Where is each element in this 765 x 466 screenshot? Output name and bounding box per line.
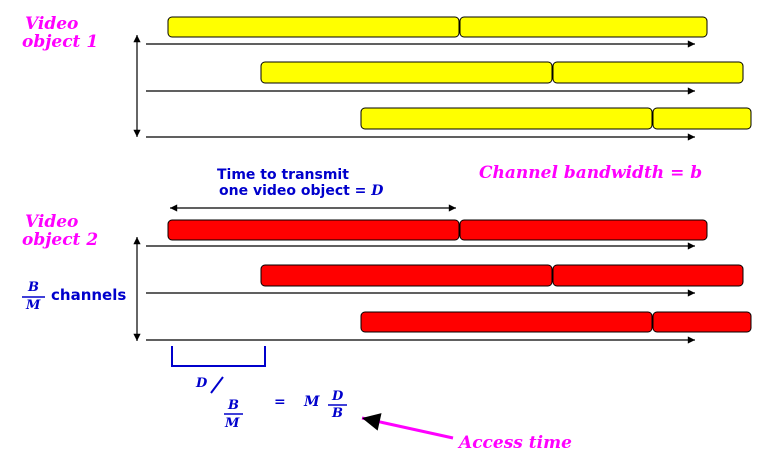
segment-2-3-a [360, 311, 653, 333]
segment-2-3-b [652, 311, 752, 333]
transmit-time-label-line1: Time to transmit [217, 167, 349, 183]
access-time-arrow [361, 413, 454, 440]
segment-1-3-a [360, 107, 653, 130]
segment-1-2-a [260, 61, 553, 84]
formula-d-numerator: D [332, 389, 344, 404]
segment-1-2-b [552, 61, 744, 84]
video-object-2-group [133, 219, 752, 344]
formula-b: B [228, 398, 239, 413]
video-object-2-label-line1: Video [25, 212, 79, 232]
video-object-1-label-line1: Video [25, 14, 79, 34]
formula-b-denominator: B [332, 406, 343, 421]
stagger-bracket [171, 346, 266, 367]
video-object-2-label-line2: object 2 [22, 230, 99, 250]
segment-1-1-a [167, 16, 460, 38]
channels-word: channels [51, 286, 127, 304]
video-object-1-group [133, 16, 752, 141]
segment-2-1-b [459, 219, 708, 241]
segment-1-3-b [652, 107, 752, 130]
formula-slash [210, 376, 224, 394]
video-object-1-label-line2: object 1 [22, 32, 99, 52]
channels-numerator: B [28, 280, 39, 295]
transmit-time-var: D [371, 183, 384, 199]
transmit-time-text: one video object = [219, 183, 372, 199]
channels-denominator: M [26, 298, 41, 313]
formula-m: M [225, 416, 240, 431]
channel-bandwidth-label: Channel bandwidth = b [479, 163, 703, 183]
formula-d: D [196, 376, 208, 391]
segment-2-2-a [260, 264, 553, 287]
segment-1-1-b [459, 16, 708, 38]
transmit-time-label-line2: one video object = D [219, 183, 383, 199]
segment-2-2-b [552, 264, 744, 287]
formula-equals: = [274, 394, 286, 410]
segment-2-1-a [167, 219, 460, 241]
formula-m-coefficient: M [304, 394, 320, 410]
access-time-label: Access time [459, 433, 572, 453]
